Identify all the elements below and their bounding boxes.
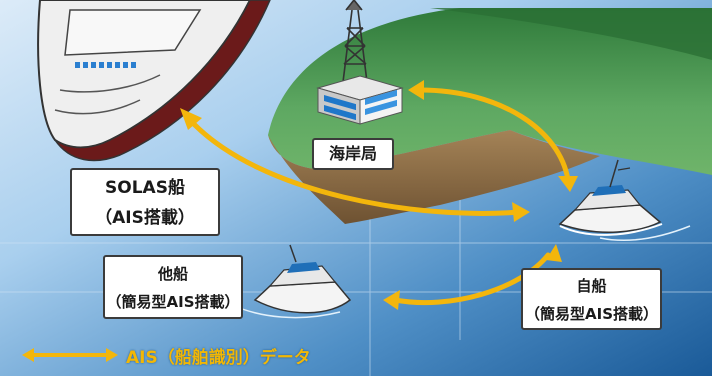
- other-ship-ais: （簡易型AIS搭載）: [106, 293, 240, 311]
- coast-station-text: 海岸局: [328, 144, 377, 163]
- other-ship-label: 他船 （簡易型AIS搭載）: [103, 255, 243, 319]
- solas-ship-icon: [37, 0, 271, 162]
- other-ship-name: 他船: [157, 265, 188, 283]
- coast-station-label: 海岸局: [312, 138, 394, 170]
- link-station-own: [417, 87, 571, 183]
- own-boat-icon: [558, 159, 691, 242]
- own-ship-label: 自船 （簡易型AIS搭載）: [521, 268, 662, 330]
- own-ship-ais: （簡易型AIS搭載）: [525, 305, 658, 323]
- ais-link-arrowheads: [180, 80, 578, 310]
- double-arrow-icon: [22, 348, 118, 362]
- coast-station-building-icon: [316, 75, 404, 125]
- link-solas-own: [187, 117, 523, 216]
- radio-tower-icon: [342, 0, 368, 83]
- solas-ship-name: SOLAS船: [105, 178, 185, 198]
- ais-link-arrows: [187, 87, 571, 305]
- legend-text: AIS（船舶識別）データ: [126, 347, 311, 368]
- legend: AIS（船舶識別）データ: [22, 343, 311, 368]
- link-other-own: [392, 252, 551, 305]
- other-boat-icon: [229, 244, 352, 319]
- own-ship-name: 自船: [576, 277, 607, 295]
- solas-ship-label: SOLAS船 （AIS搭載）: [70, 168, 220, 236]
- solas-ship-ais: （AIS搭載）: [95, 208, 195, 228]
